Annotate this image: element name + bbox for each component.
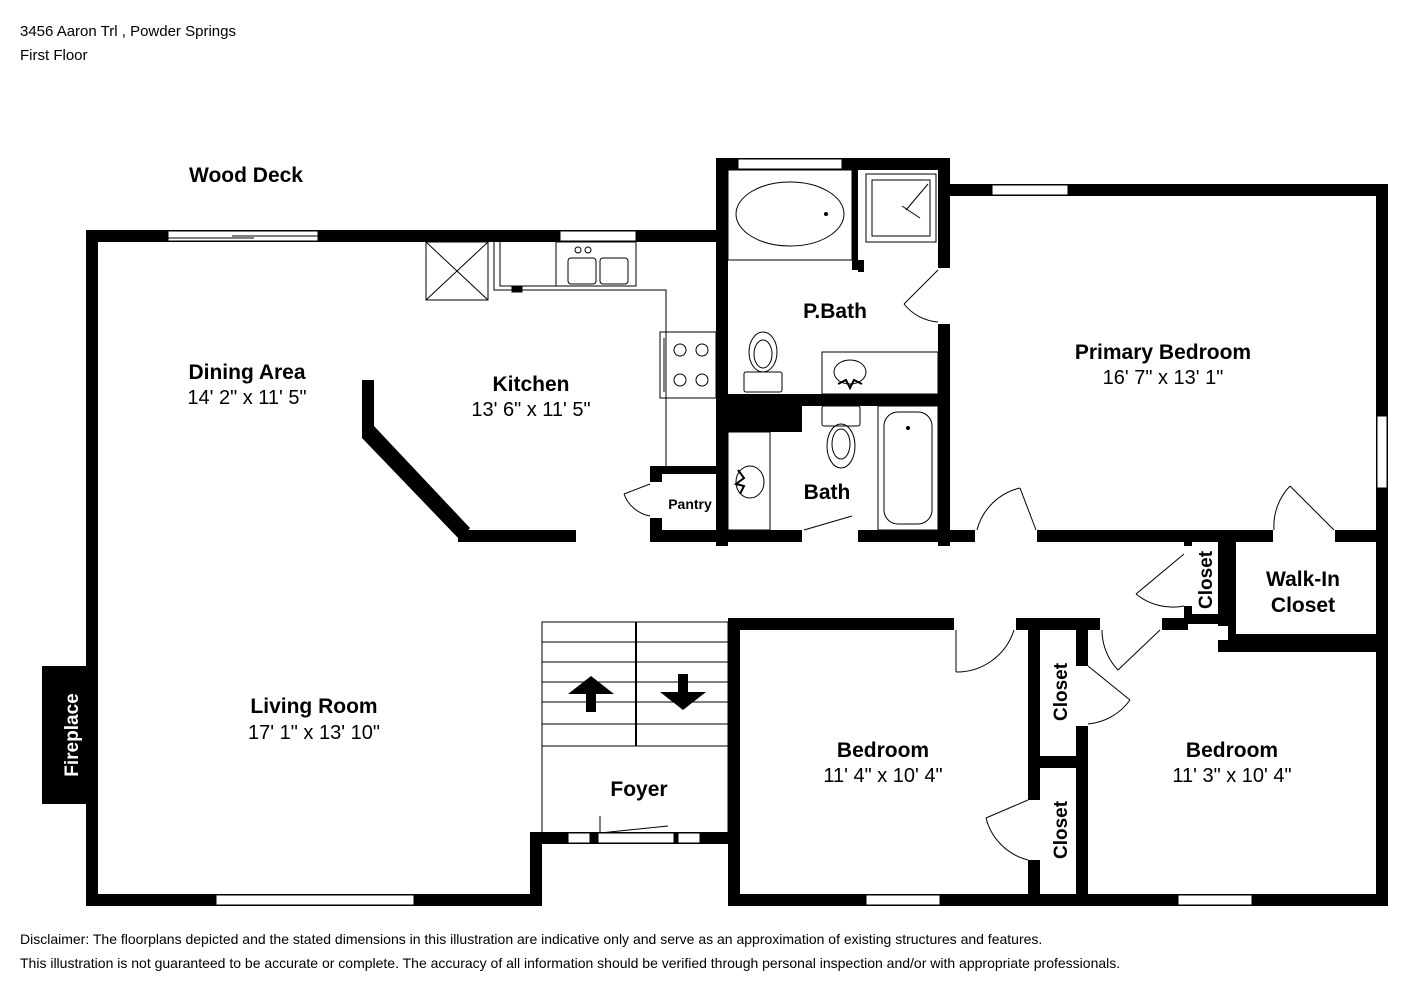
closet-label-hall: Closet (1196, 550, 1217, 609)
bath-label: Bath (804, 481, 851, 504)
kitchen-dims: 13' 6" x 11' 5" (471, 399, 590, 421)
walk-in-closet-line2: Closet (1271, 594, 1335, 617)
bedroom-left-dims: 11' 4" x 10' 4" (823, 765, 942, 787)
wood-deck-label: Wood Deck (189, 164, 303, 187)
fireplace-label: Fireplace (62, 693, 83, 776)
primary-bedroom-name: Primary Bedroom (1075, 341, 1251, 364)
living-room-name: Living Room (250, 695, 377, 718)
primary-bedroom-dims: 16' 7" x 13' 1" (1103, 367, 1224, 389)
bedroom-right-dims: 11' 3" x 10' 4" (1172, 765, 1291, 787)
walls (86, 158, 1388, 906)
fixtures (425, 169, 939, 832)
address-text: 3456 Aaron Trl , Powder Springs (20, 23, 236, 40)
kitchen-name: Kitchen (492, 373, 569, 396)
disclaimer-line-1: Disclaimer: The floorplans depicted and … (20, 931, 1043, 947)
pantry-label: Pantry (668, 496, 712, 512)
closet-label-upper: Closet (1051, 662, 1072, 721)
stair-arrows (568, 674, 706, 712)
floor-label: First Floor (20, 47, 88, 64)
dining-area-name: Dining Area (188, 361, 305, 384)
closet-label-lower: Closet (1051, 800, 1072, 859)
bedroom-left-name: Bedroom (837, 739, 929, 762)
dining-area-dims: 14' 2" x 11' 5" (187, 387, 306, 409)
walk-in-closet-line1: Walk-In (1266, 568, 1340, 591)
pbath-label: P.Bath (803, 300, 867, 323)
bedroom-right-name: Bedroom (1186, 739, 1278, 762)
foyer-label: Foyer (610, 778, 667, 801)
stairs-up-icon (568, 676, 614, 712)
stairs-down-icon (660, 674, 706, 710)
disclaimer-line-2: This illustration is not guaranteed to b… (20, 955, 1121, 971)
door-swings (599, 269, 1335, 861)
living-room-dims: 17' 1" x 13' 10" (248, 722, 380, 744)
fireplace-block (42, 666, 98, 804)
